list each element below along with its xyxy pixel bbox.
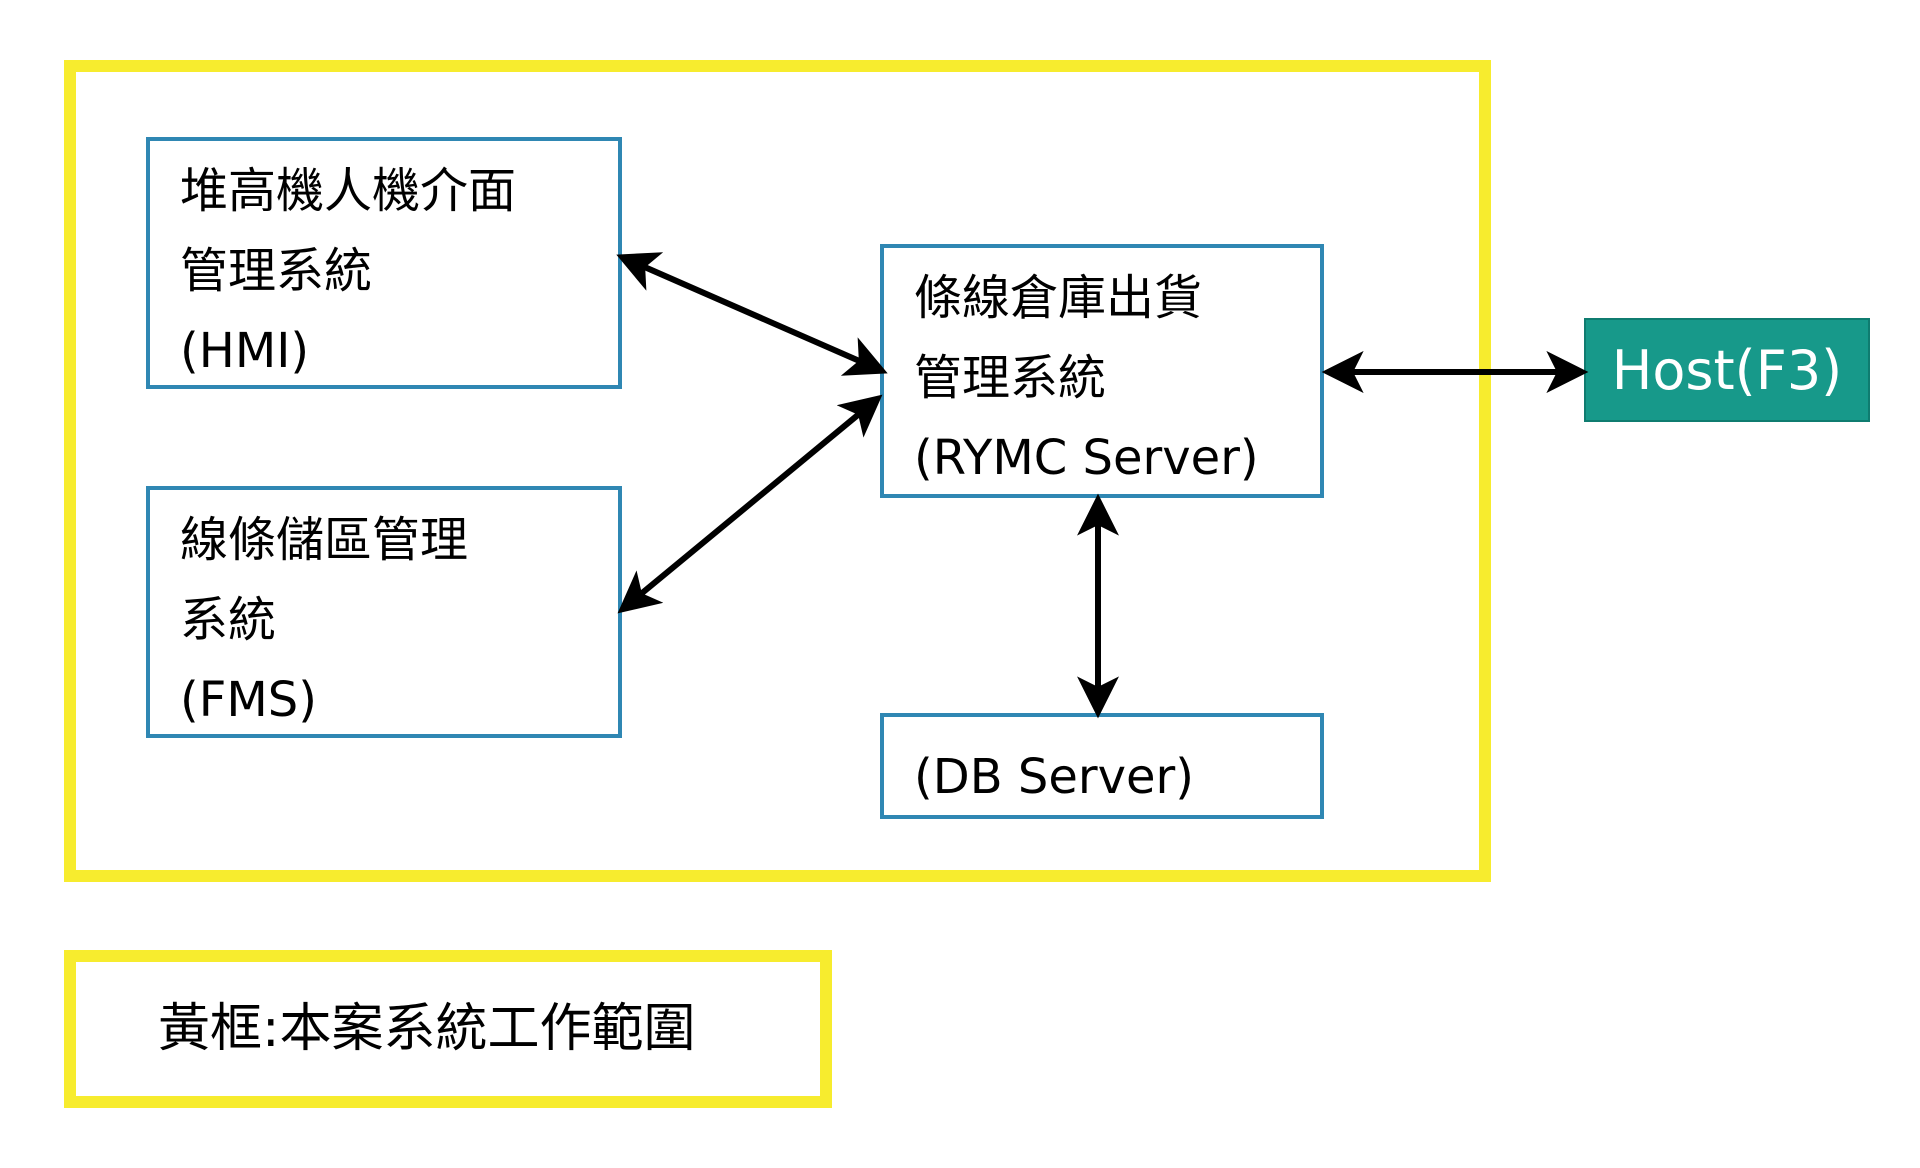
rymc-label-line-2: 管理系統 — [914, 350, 1107, 406]
hmi-label-line-3: (HMI) — [180, 323, 310, 379]
host-label: Host(F3) — [1611, 338, 1843, 402]
fms-label-line-1: 線條儲區管理 — [180, 512, 469, 568]
hmi-label-line-2: 管理系統 — [180, 243, 373, 299]
rymc-label-line-3: (RYMC Server) — [914, 430, 1259, 486]
scope-frame — [64, 60, 1491, 882]
hmi-node[interactable]: 堆高機人機介面 管理系統 (HMI) — [146, 137, 622, 389]
fms-label-line-2: 系統 — [180, 592, 277, 648]
rymc-label-line-1: 條線倉庫出貨 — [914, 270, 1203, 326]
db-label-line-1: (DB Server) — [914, 749, 1195, 805]
legend-text: 黃框:本案系統工作範圍 — [158, 999, 696, 1059]
fms-label-line-3: (FMS) — [180, 672, 317, 728]
legend-frame: 黃框:本案系統工作範圍 — [64, 950, 832, 1108]
host-node[interactable]: Host(F3) — [1584, 318, 1870, 422]
rymc-server-node[interactable]: 條線倉庫出貨 管理系統 (RYMC Server) — [880, 244, 1324, 498]
hmi-label-line-1: 堆高機人機介面 — [180, 163, 517, 219]
fms-node[interactable]: 線條儲區管理 系統 (FMS) — [146, 486, 622, 738]
db-server-node[interactable]: (DB Server) — [880, 713, 1324, 819]
